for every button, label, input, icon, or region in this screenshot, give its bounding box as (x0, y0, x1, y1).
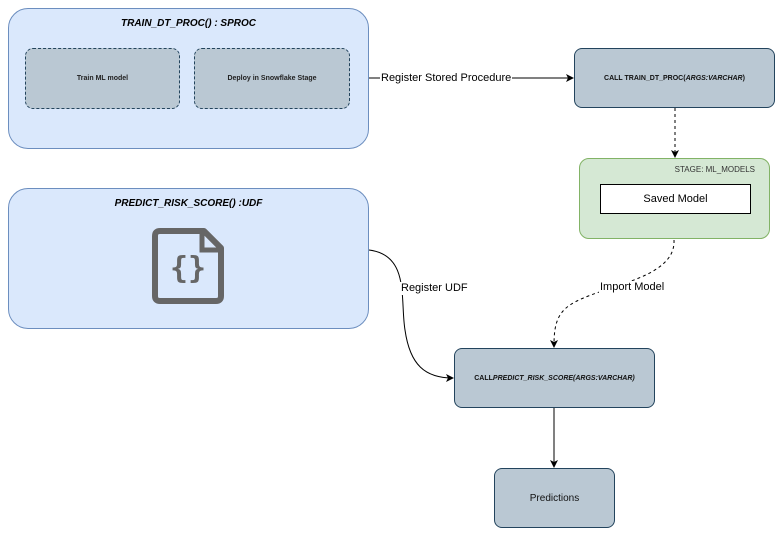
register-udf-arrow (368, 249, 454, 382)
train-ml-model-step[interactable]: Train ML model (25, 48, 180, 109)
udf-group: PREDICT_RISK_SCORE() :UDF (8, 188, 369, 329)
call-train-suffix: ) (742, 74, 745, 82)
json-file-icon: {} (152, 228, 224, 304)
call-train-prefix: CALL TRAIN_DT_PROC( (604, 74, 686, 82)
register-sproc-label: Register Stored Procedure (380, 72, 513, 85)
udf-title: PREDICT_RISK_SCORE() :UDF (114, 198, 263, 209)
call-train-args: ARGS:VARCHAR (685, 74, 743, 82)
saved-model-node[interactable]: Saved Model (600, 184, 751, 214)
call-predict-name: PREDICT_RISK_SCORE(ARGS:VARCHAR) (492, 374, 635, 382)
import-model-label: Import Model (599, 281, 666, 294)
call-predict-prefix: CALL (474, 374, 493, 382)
register-udf-label: Register UDF (400, 282, 469, 295)
sproc-title: TRAIN_DT_PROC() : SPROC (120, 18, 256, 29)
svg-text:{}: {} (170, 251, 206, 286)
predictions-node[interactable]: Predictions (494, 468, 615, 528)
sproc-group: TRAIN_DT_PROC() : SPROC Train ML model D… (8, 8, 369, 149)
deploy-stage-step[interactable]: Deploy in Snowflake Stage (194, 48, 350, 109)
call-predict-node[interactable]: CALL PREDICT_RISK_SCORE(ARGS:VARCHAR) (454, 348, 655, 408)
ml-models-stage: STAGE: ML_MODELS Saved Model (579, 158, 770, 239)
call-train-proc-node[interactable]: CALL TRAIN_DT_PROC(ARGS:VARCHAR) (574, 48, 775, 108)
stage-label: STAGE: ML_MODELS (674, 165, 755, 174)
import-model-arrow (550, 239, 675, 348)
